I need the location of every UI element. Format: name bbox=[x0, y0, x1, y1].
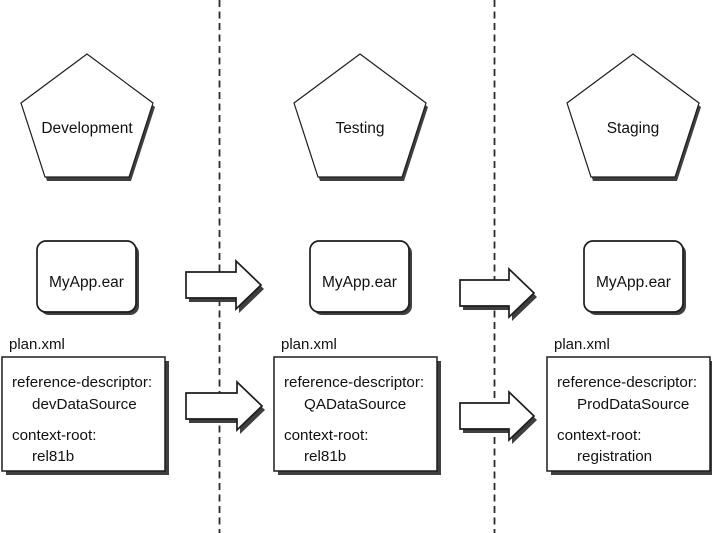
stage-label: Staging bbox=[607, 120, 660, 137]
arrow-ear-test-to-staging bbox=[459, 267, 537, 321]
context-root-label: context-root: bbox=[284, 427, 368, 444]
context-root-label: context-root: bbox=[12, 427, 96, 444]
pentagon-shape bbox=[293, 53, 427, 178]
plan-box: reference-descriptor: ProdDataSource con… bbox=[546, 356, 712, 475]
arrow-plan-test-to-staging bbox=[459, 390, 537, 444]
column-development: Development MyApp.ear plan.xml reference… bbox=[1, 53, 169, 475]
reference-descriptor-value: devDataSource bbox=[32, 396, 137, 413]
pentagon-shape bbox=[20, 53, 154, 178]
reference-descriptor-value: ProdDataSource bbox=[577, 396, 689, 413]
plan-box: reference-descriptor: devDataSource cont… bbox=[1, 356, 169, 475]
column-staging: Staging MyApp.ear plan.xml reference-des… bbox=[546, 53, 712, 475]
stage-pentagon: Testing bbox=[293, 53, 428, 181]
plan-box-shape bbox=[1, 356, 166, 472]
context-root-value: registration bbox=[577, 448, 652, 465]
ear-box-shape bbox=[309, 240, 410, 313]
stage-label: Development bbox=[41, 120, 133, 137]
context-root-value: rel81b bbox=[304, 448, 346, 465]
ear-box: MyApp.ear bbox=[583, 240, 686, 315]
arrow-plan-dev-to-test bbox=[185, 380, 265, 434]
plan-file-label: plan.xml bbox=[281, 336, 337, 353]
plan-box-shape bbox=[546, 356, 711, 472]
reference-descriptor-label: reference-descriptor: bbox=[284, 374, 424, 391]
ear-box: MyApp.ear bbox=[309, 240, 412, 315]
ear-box-shape bbox=[36, 240, 137, 313]
reference-descriptor-label: reference-descriptor: bbox=[12, 374, 152, 391]
right-arrow-icon bbox=[459, 267, 536, 319]
context-root-value: rel81b bbox=[32, 448, 74, 465]
context-root-label: context-root: bbox=[557, 427, 641, 444]
arrow-ear-dev-to-test bbox=[185, 259, 264, 313]
artifact-label: MyApp.ear bbox=[49, 274, 124, 291]
plan-box: reference-descriptor: QADataSource conte… bbox=[273, 356, 441, 475]
right-arrow-icon bbox=[185, 259, 263, 311]
stage-label: Testing bbox=[335, 120, 384, 137]
artifact-label: MyApp.ear bbox=[596, 274, 671, 291]
ear-box: MyApp.ear bbox=[36, 240, 139, 315]
column-testing: Testing MyApp.ear plan.xml reference-des… bbox=[273, 53, 441, 475]
right-arrow-icon bbox=[185, 380, 264, 432]
reference-descriptor-value: QADataSource bbox=[304, 396, 406, 413]
plan-file-label: plan.xml bbox=[9, 336, 65, 353]
stage-pentagon: Staging bbox=[566, 53, 701, 181]
pentagon-shape bbox=[566, 53, 700, 178]
stage-pentagon: Development bbox=[20, 53, 155, 181]
plan-box-shape bbox=[273, 356, 438, 472]
plan-file-label: plan.xml bbox=[554, 336, 610, 353]
ear-box-shape bbox=[583, 240, 684, 313]
reference-descriptor-label: reference-descriptor: bbox=[557, 374, 697, 391]
right-arrow-icon bbox=[459, 390, 536, 442]
artifact-label: MyApp.ear bbox=[322, 274, 397, 291]
